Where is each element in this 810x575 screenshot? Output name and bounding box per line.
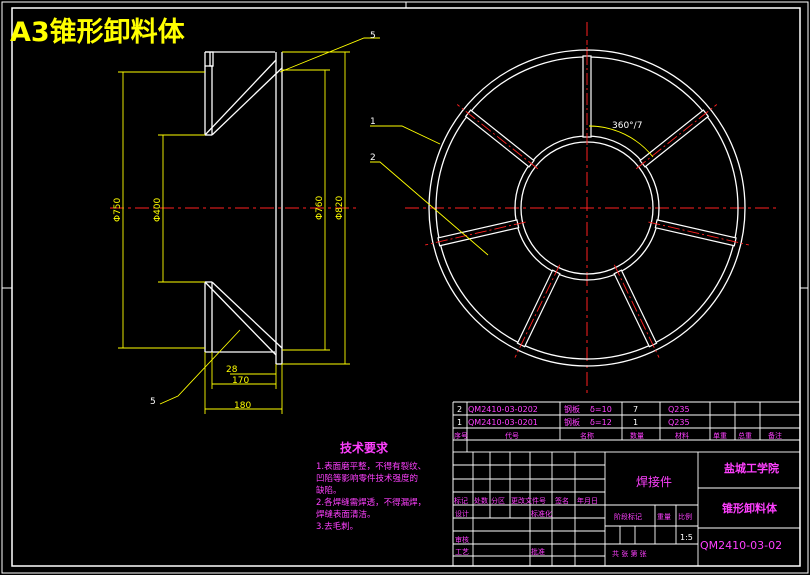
dim-d820-text: Φ820 [335, 195, 345, 220]
rib-centerline [456, 104, 539, 170]
notes-line-2: 凹陷等影响零件技术强度的 [316, 473, 418, 484]
angle-arc [588, 125, 654, 158]
notes-line-6: 3.去毛刺。 [316, 521, 358, 532]
pl-hdr-mat: 材料 [675, 431, 689, 440]
pl-row2-spec: δ=12 [590, 418, 612, 427]
tb-scale: 1:5 [680, 533, 693, 542]
callout-1-label: 1 [370, 117, 376, 127]
tb-label-changedoc: 更改文件号 [511, 496, 546, 505]
pl-row1-mat: Q235 [668, 405, 690, 414]
tb-label-sheets: 共 张 第 张 [612, 549, 647, 558]
rib-centerline [648, 221, 749, 246]
tb-label-process: 工艺 [455, 548, 469, 556]
dim-170-text: 170 [232, 376, 249, 386]
rib-centerline [635, 104, 718, 170]
rib-centerline [613, 264, 660, 358]
front-view: 1 2 360°/7 [370, 22, 778, 394]
dim-d760-text: Φ760 [315, 195, 325, 220]
dim-180-text: 180 [234, 401, 251, 411]
pl-row1-name: 钢板 [564, 404, 580, 414]
pl-row1-spec: δ=10 [590, 405, 612, 414]
pl-hdr-qty: 数量 [630, 431, 644, 440]
side-view [204, 51, 283, 365]
callout-2-label: 2 [370, 153, 376, 163]
notes-line-1: 1.表面磨平整，不得有裂纹、 [316, 461, 426, 472]
pl-row2-mat: Q235 [668, 418, 690, 427]
tb-label-date: 年月日 [577, 496, 598, 505]
dim-28-text: 28 [226, 365, 238, 375]
tb-label-count: 处数 [474, 496, 488, 505]
pl-hdr-name: 名称 [580, 431, 594, 440]
tb-school: 盐城工学院 [724, 461, 779, 475]
rib-centerline [425, 221, 526, 246]
tb-label-approve: 批准 [531, 547, 545, 556]
tb-label-zone: 分区 [491, 496, 505, 505]
callout-5-leader-top [279, 37, 380, 73]
angle-label: 360°/7 [612, 121, 642, 131]
side-view-outline [205, 51, 214, 67]
pl-hdr-no: 序号 [454, 431, 468, 440]
tb-label-sign: 签名 [555, 496, 569, 505]
tb-drawing-no: QM2410-03-02 [700, 539, 782, 552]
title-block [452, 451, 801, 567]
notes-line-4: 2.各焊缝需焊透，不得漏焊， [316, 497, 426, 508]
rib-centerline [514, 264, 561, 358]
dim-d400-text: Φ400 [153, 197, 163, 222]
rib-group [425, 42, 749, 358]
tb-label-mark: 标记 [454, 496, 468, 505]
cone-wall-upper-a [204, 59, 277, 136]
callout-5-bottom: 5 [150, 397, 156, 407]
pl-hdr-note: 备注 [768, 431, 782, 440]
tb-drawing-name: 锥形卸料体 [722, 501, 778, 515]
callout-5-leader-bottom [159, 329, 241, 405]
pl-row1-qty: 7 [633, 405, 638, 414]
notes-line-3: 缺陷。 [316, 485, 342, 496]
tb-label-design: 设计 [455, 509, 469, 518]
side-dimensions [118, 37, 380, 414]
tb-label-ratio: 比例 [678, 512, 692, 521]
notes-line-5: 焊缝表面清洁。 [316, 509, 376, 520]
cone-wall-lower-b [211, 281, 283, 349]
dim-d750-text: Φ750 [113, 197, 123, 222]
drawing-title: A3锥形卸料体 [10, 16, 186, 48]
callout-5-top: 5 [370, 31, 376, 41]
pl-hdr-code: 代号 [505, 431, 519, 440]
callout-2-leader [370, 161, 489, 256]
notes-title: 技术要求 [340, 440, 389, 455]
pl-row1-code: QM2410-03-0202 [468, 405, 538, 414]
pl-row2-code: QM2410-03-0201 [468, 418, 538, 427]
pl-hdr-totw: 总重 [738, 431, 752, 440]
pl-row1-no: 2 [457, 405, 462, 414]
cone-wall-lower-a [204, 281, 277, 356]
tb-label-weight: 重量 [657, 513, 671, 521]
pl-hdr-unitw: 单重 [713, 431, 727, 440]
parts-list-text: 2 QM2410-03-0202 钢板 δ=10 7 Q235 1 QM2410… [454, 404, 782, 440]
pl-row2-no: 1 [457, 418, 462, 427]
tb-label-review: 审核 [455, 535, 469, 544]
tb-label-standardize: 标准化 [531, 509, 552, 518]
side-dimension-text: Φ750 Φ400 Φ760 Φ820 28 170 180 [113, 195, 345, 411]
tb-outer [452, 451, 801, 567]
callout-1-leader [370, 125, 441, 145]
pl-row2-name: 钢板 [564, 417, 580, 427]
tb-weld-part: 焊接件 [636, 474, 672, 489]
technical-notes: 技术要求 1.表面磨平整，不得有裂纹、 凹陷等影响零件技术强度的 缺陷。 2.各… [316, 440, 426, 532]
pl-row2-qty: 1 [633, 418, 638, 427]
tb-label-stage: 阶段标记 [614, 512, 642, 521]
title-block-text: 焊接件 盐城工学院 锥形卸料体 QM2410-03-02 1:5 标记 处数 分… [454, 461, 782, 558]
cone-wall-upper-b [211, 67, 283, 136]
